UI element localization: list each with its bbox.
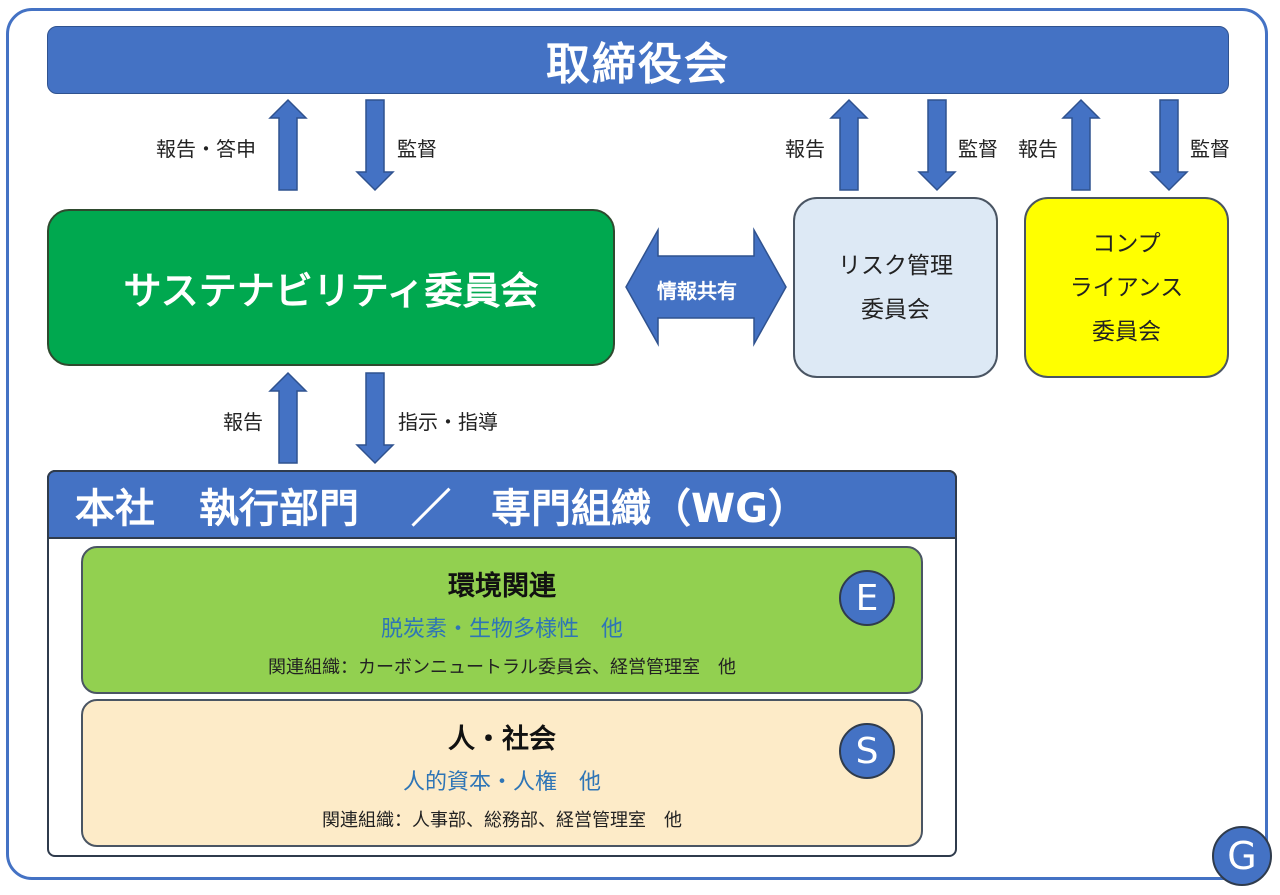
environment-related: 関連組織：カーボンニュートラル委員会、経営管理室 他	[268, 657, 736, 678]
social-related: 関連組織：人事部、総務部、経営管理室 他	[322, 810, 682, 831]
label-comp-supervise: 監督	[1190, 137, 1230, 161]
environment-subtitle: 脱炭素・生物多様性 他	[380, 617, 623, 642]
environment-title: 環境関連	[448, 571, 556, 602]
executive-title-sep: ／	[411, 485, 451, 532]
arrow-up-comp-report	[1061, 98, 1101, 191]
compliance-committee-line3: 委員会	[1092, 318, 1161, 345]
outer-frame	[6, 8, 1268, 880]
arrow-down-sust-supervise	[355, 99, 395, 192]
executive-header: 本社 執行部門 ／ 専門組織（WG）	[47, 470, 957, 539]
arrow-up-exec-report	[268, 371, 308, 464]
sustainability-committee-box: サステナビリティ委員会	[47, 209, 615, 366]
executive-title-c: 専門組織（WG）	[491, 485, 808, 532]
social-badge: S	[839, 723, 895, 779]
executive-title-a: 本社	[75, 485, 155, 532]
compliance-committee-line1: コンプ	[1092, 230, 1161, 257]
label-sust-report: 報告・答申	[156, 137, 256, 161]
executive-title-b: 執行部門	[199, 485, 359, 532]
arrow-up-sust-report	[268, 98, 308, 191]
label-comp-report: 報告	[1018, 137, 1058, 161]
sustainability-committee-title: サステナビリティ委員会	[123, 269, 539, 313]
board-of-directors-box: 取締役会	[47, 26, 1229, 94]
social-card: 人・社会 人的資本・人権 他 関連組織：人事部、総務部、経営管理室 他 S	[81, 699, 923, 847]
risk-committee-line2: 委員会	[861, 296, 930, 323]
environment-card: 環境関連 脱炭素・生物多様性 他 関連組織：カーボンニュートラル委員会、経営管理…	[81, 546, 923, 694]
label-exec-report: 報告	[223, 410, 263, 434]
label-sust-supervise: 監督	[397, 137, 437, 161]
risk-committee-box: リスク管理 委員会	[793, 197, 998, 378]
risk-committee-line1: リスク管理	[838, 252, 953, 279]
label-risk-supervise: 監督	[958, 137, 998, 161]
compliance-committee-box: コンプ ライアンス 委員会	[1024, 197, 1229, 378]
label-risk-report: 報告	[785, 137, 825, 161]
label-info-share: 情報共有	[657, 279, 737, 303]
social-subtitle: 人的資本・人権 他	[402, 770, 601, 795]
arrow-down-comp-supervise	[1149, 99, 1189, 192]
arrow-down-risk-supervise	[917, 99, 957, 192]
arrow-down-exec-instruct	[355, 372, 395, 465]
arrow-up-risk-report	[829, 98, 869, 191]
environment-badge: E	[839, 570, 895, 626]
social-title: 人・社会	[448, 724, 556, 755]
compliance-committee-line2: ライアンス	[1069, 274, 1184, 301]
governance-badge: G	[1212, 826, 1272, 886]
board-title: 取締役会	[546, 39, 730, 90]
info-share-double-arrow	[625, 227, 787, 347]
label-exec-instruct: 指示・指導	[398, 410, 498, 434]
